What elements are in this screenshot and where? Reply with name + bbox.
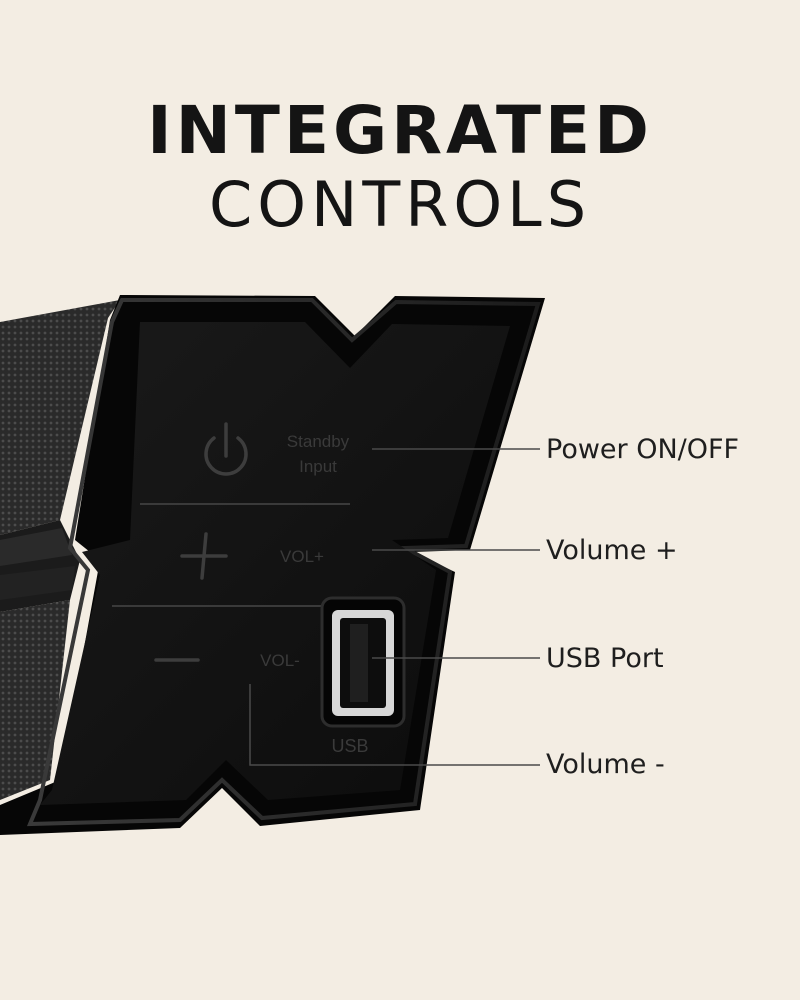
callout-volume-down: Volume -	[546, 749, 665, 780]
power-button-label-line1: Standby	[287, 432, 350, 451]
volume-up-label: VOL+	[280, 547, 324, 566]
volume-down-label: VOL-	[260, 651, 300, 670]
callout-line-volume-down	[249, 684, 540, 766]
callout-power: Power ON/OFF	[546, 434, 740, 465]
power-icon	[204, 422, 248, 476]
power-button-label-line2: Input	[299, 457, 337, 476]
callout-lines	[249, 448, 540, 766]
volume-up-button[interactable]: VOL+	[180, 532, 324, 580]
headline-subtitle: CONTROLS	[208, 168, 592, 241]
callout-volume-up: Volume +	[546, 535, 678, 566]
usb-port-label: USB	[331, 736, 368, 756]
power-button[interactable]: Standby Input	[204, 422, 350, 476]
headline-title: INTEGRATED	[147, 92, 653, 169]
speaker-grille	[0, 300, 120, 800]
usb-port[interactable]: USB	[320, 596, 406, 756]
volume-down-button[interactable]: VOL-	[154, 651, 300, 670]
plus-icon	[180, 532, 228, 580]
callout-usb-port: USB Port	[546, 643, 664, 674]
